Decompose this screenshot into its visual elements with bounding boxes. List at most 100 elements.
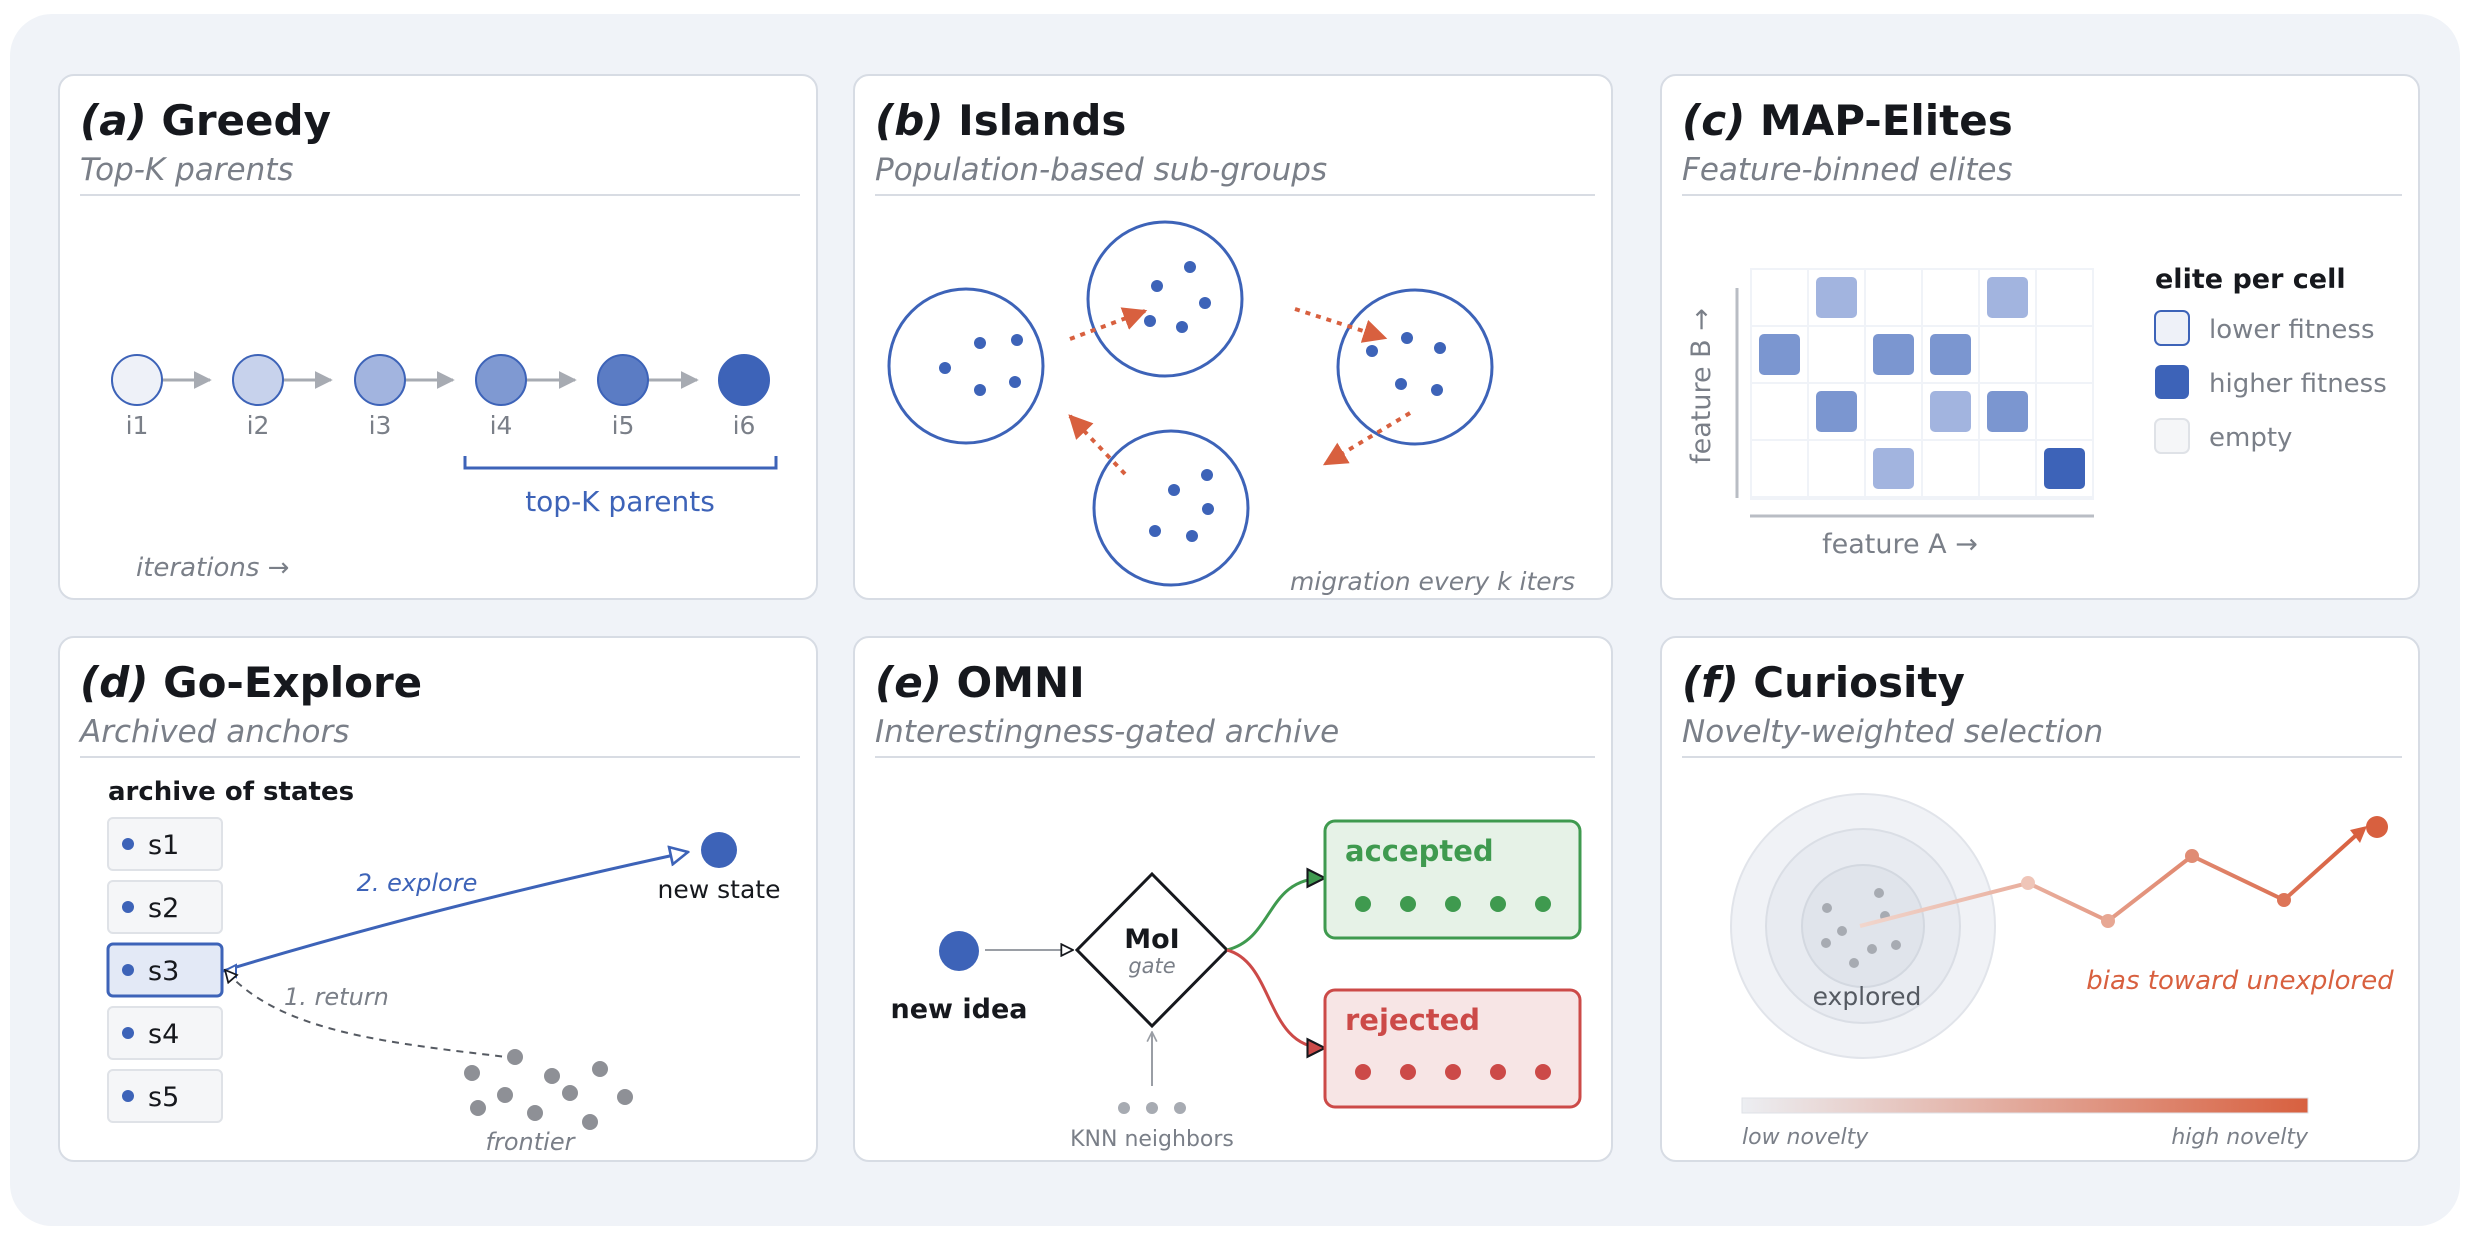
iteration-node xyxy=(475,354,527,406)
gate-title: MoI xyxy=(1124,924,1179,955)
panel-title: (f) Curiosity xyxy=(1682,658,1965,707)
panel-tag: (b) xyxy=(875,96,944,145)
title-divider xyxy=(80,194,800,196)
grid-cell xyxy=(2037,384,2092,439)
new-idea-label: new idea xyxy=(891,994,1028,1025)
grid-cell xyxy=(1752,384,1807,439)
elite-cell xyxy=(1816,277,1857,318)
curiosity-diagram: explored bias toward unexplored low nove… xyxy=(1730,793,2394,1150)
accepted-label: accepted xyxy=(1345,834,1494,868)
grid-cell xyxy=(1923,270,1978,325)
knn-dots xyxy=(1118,1102,1186,1114)
frontier-label: frontier xyxy=(486,1128,577,1156)
panel-subtitle: Novelty-weighted selection xyxy=(1682,714,2104,750)
knn-label: KNN neighbors xyxy=(1070,1127,1234,1152)
title-divider xyxy=(875,756,1595,758)
accepted-box xyxy=(1323,819,1582,940)
archive-state[interactable]: s2 xyxy=(107,880,223,934)
elite-cell xyxy=(1873,334,1914,375)
iteration-node xyxy=(597,354,649,406)
state-label: s4 xyxy=(148,1019,179,1050)
migration-note: migration every k iters xyxy=(1290,567,1575,596)
title-divider xyxy=(1682,194,2402,196)
novelty-path-arrowhead xyxy=(2350,826,2367,843)
elite-cell xyxy=(1930,391,1971,432)
figure-background: (a) Greedy Top-K parents xyxy=(10,14,2460,1226)
novelty-scale-bar xyxy=(1741,1097,2309,1114)
panel-islands: (b) Islands Population-based sub-groups xyxy=(853,74,1613,600)
panel-title: (c) MAP-Elites xyxy=(1682,96,2013,145)
panel-subtitle: Archived anchors xyxy=(80,714,350,750)
x-axis-label: feature A → xyxy=(1822,529,1978,560)
scale-high-label: high novelty xyxy=(2171,1125,2309,1150)
panel-tag: (f) xyxy=(1682,658,1739,707)
panel-subtitle: Feature-binned elites xyxy=(1682,152,2013,188)
grid-cell xyxy=(1752,441,1807,496)
migration-arrows xyxy=(1068,307,1412,476)
omni-diagram: new idea MoI gate accepted rejected KNN … xyxy=(891,819,1582,1152)
node-label: i1 xyxy=(126,411,149,440)
legend-title: elite per cell xyxy=(2155,264,2346,295)
legend-label: higher fitness xyxy=(2209,369,2387,399)
moi-gate-diamond xyxy=(1074,871,1230,1029)
node-label: i3 xyxy=(369,411,392,440)
node-label: i4 xyxy=(490,411,513,440)
node-label: i5 xyxy=(612,411,635,440)
panel-name: Islands xyxy=(958,96,1127,145)
grid-cell xyxy=(1980,441,2035,496)
panel-subtitle: Top-K parents xyxy=(80,152,294,188)
panel-name: MAP-Elites xyxy=(1759,96,2013,145)
island xyxy=(887,287,1045,445)
novelty-path xyxy=(1859,827,2365,928)
path-waypoints xyxy=(2021,816,2388,928)
new-idea-node xyxy=(939,931,979,971)
grid-cell xyxy=(1866,270,1921,325)
accept-arrow xyxy=(1226,878,1325,952)
legend-swatch-empty xyxy=(2154,418,2190,454)
grid-cell xyxy=(1866,384,1921,439)
reject-arrow xyxy=(1226,948,1325,1048)
archive-list: s1 s2 s3 s4 xyxy=(106,817,224,1123)
iteration-node xyxy=(111,354,163,406)
grid-cell xyxy=(1923,441,1978,496)
return-label: 1. return xyxy=(284,983,389,1011)
archive-state[interactable]: s4 xyxy=(107,1006,223,1060)
accepted-items xyxy=(1355,896,1551,912)
legend-label: lower fitness xyxy=(2209,315,2374,345)
panel-title: (a) Greedy xyxy=(80,96,331,145)
state-label: s3 xyxy=(148,956,179,987)
legend-swatch-higher xyxy=(2155,365,2189,399)
elite-cell xyxy=(2044,448,2085,489)
archive-state-selected[interactable]: s3 xyxy=(106,942,224,998)
new-state-label: new state xyxy=(658,875,781,904)
elite-cell xyxy=(1987,391,2028,432)
node-label: i2 xyxy=(247,411,270,440)
frontier-cluster xyxy=(464,1049,633,1130)
panel-title: (b) Islands xyxy=(875,96,1126,145)
panel-title: (d) Go-Explore xyxy=(80,658,422,707)
state-label: s5 xyxy=(148,1082,179,1113)
legend-label: empty xyxy=(2209,423,2292,453)
islands-diagram: migration every k iters xyxy=(887,220,1575,596)
iteration-nodes xyxy=(111,354,770,406)
y-axis-label: feature B → xyxy=(1686,308,1717,464)
explore-label: 2. explore xyxy=(357,869,478,897)
archive-state[interactable]: s5 xyxy=(107,1069,223,1123)
legend-swatch-lower xyxy=(2154,310,2190,346)
island xyxy=(1086,220,1244,378)
rejected-box xyxy=(1323,988,1582,1109)
iteration-node xyxy=(718,354,770,406)
panel-tag: (c) xyxy=(1682,96,1746,145)
node-label: i6 xyxy=(733,411,756,440)
rejected-items xyxy=(1355,1064,1551,1080)
grid-cell xyxy=(1980,327,2035,382)
panel-omni: (e) OMNI Interestingness-gated archive n… xyxy=(853,636,1613,1162)
archive-state[interactable]: s1 xyxy=(107,817,223,871)
rejected-label: rejected xyxy=(1345,1003,1480,1037)
panel-tag: (d) xyxy=(80,658,149,707)
explored-label: explored xyxy=(1813,982,1922,1011)
panel-greedy: (a) Greedy Top-K parents xyxy=(58,74,818,600)
panel-title: (e) OMNI xyxy=(875,658,1085,707)
title-divider xyxy=(875,194,1595,196)
go-explore-diagram: archive of states s1 s2 s3 xyxy=(106,777,781,1156)
